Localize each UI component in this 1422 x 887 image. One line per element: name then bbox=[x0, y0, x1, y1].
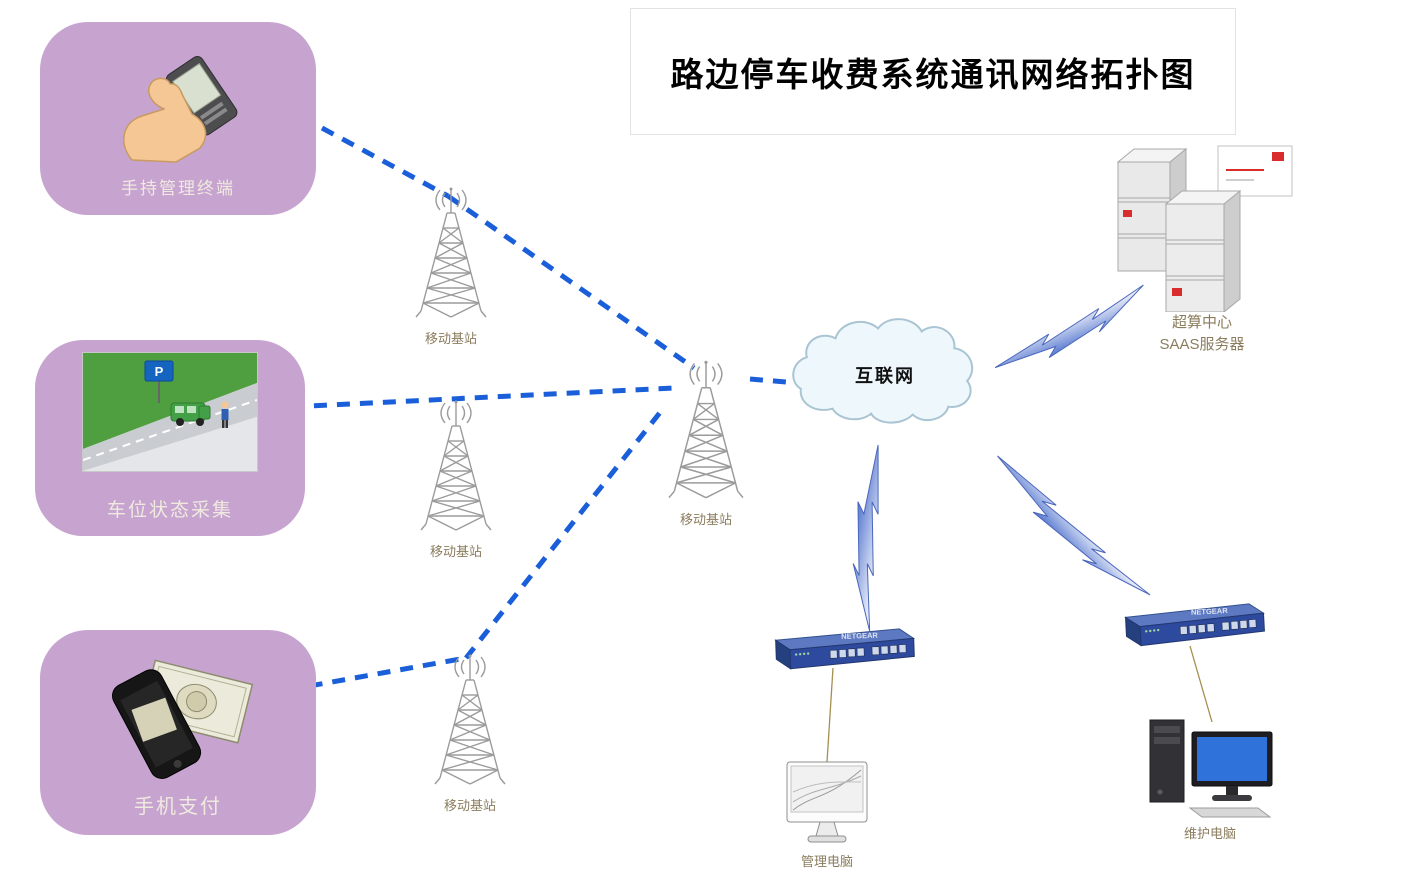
maintenance-computer: 维护电脑 bbox=[1140, 716, 1280, 842]
switch-1: NETGEAR bbox=[763, 623, 917, 674]
desktop-pc-icon bbox=[1149, 719, 1273, 818]
tower-center-label: 移动基站 bbox=[679, 512, 732, 527]
tower-2-label: 移动基站 bbox=[429, 544, 482, 559]
mail-envelope-icon bbox=[1217, 145, 1293, 197]
van-icon bbox=[170, 402, 211, 426]
tower-3: 移动基站 bbox=[424, 650, 516, 814]
tower-1-label: 移动基站 bbox=[424, 331, 477, 346]
tower-2: 移动基站 bbox=[410, 396, 502, 560]
saas-server: 超算中心 SAAS服务器 bbox=[1106, 140, 1298, 356]
lightning-cloud-switch2 bbox=[989, 439, 1151, 618]
cell-tower-icon bbox=[656, 356, 756, 504]
dashed-link-tower1-center bbox=[446, 193, 696, 371]
cable-switch2-maintenance bbox=[1189, 645, 1213, 723]
parking-scene-frame: P bbox=[82, 352, 258, 472]
tower-center: 移动基站 bbox=[656, 356, 756, 528]
parking-sign-letter: P bbox=[155, 364, 164, 379]
cable-switch1-management bbox=[826, 667, 834, 763]
dashed-link-payment-tower3 bbox=[286, 655, 467, 693]
network-switch-icon: NETGEAR bbox=[1124, 603, 1265, 647]
dashed-link-center-cloud bbox=[749, 376, 799, 386]
dashed-link-handheld-tower1 bbox=[320, 125, 450, 199]
cell-tower-icon bbox=[405, 183, 497, 323]
panel-parking-status: P 车位状态采集 bbox=[35, 340, 305, 536]
server-label-line2: SAAS服务器 bbox=[1159, 336, 1245, 353]
server-label-line1: 超算中心 bbox=[1171, 314, 1232, 331]
cell-tower-icon bbox=[410, 396, 502, 536]
internet-cloud: 互联网 bbox=[786, 312, 984, 436]
server-rack-icon bbox=[1116, 145, 1293, 312]
dashed-link-tower3-center bbox=[464, 408, 664, 660]
panel-mobile-payment: 手机支付 bbox=[40, 630, 316, 835]
internet-cloud-icon bbox=[792, 318, 974, 424]
diagram-title: 路边停车收费系统通讯网络拓扑图 bbox=[670, 54, 1196, 94]
maintenance-computer-label: 维护电脑 bbox=[1183, 826, 1236, 841]
switch-1-brand: NETGEAR bbox=[841, 631, 879, 641]
switch-2-brand: NETGEAR bbox=[1191, 606, 1229, 617]
network-switch-icon: NETGEAR bbox=[774, 628, 916, 670]
hand-terminal-icon bbox=[123, 56, 238, 163]
lightning-cloud-switch1 bbox=[835, 442, 903, 632]
switch-2: NETGEAR bbox=[1113, 598, 1267, 652]
tower-1: 移动基站 bbox=[405, 183, 497, 347]
imac-monitor-icon bbox=[786, 761, 868, 843]
management-computer: 管理电脑 bbox=[780, 760, 874, 870]
panel-handheld-terminal: 手持管理终端 bbox=[40, 22, 316, 215]
handheld-terminal-label: 手持管理终端 bbox=[121, 179, 235, 198]
diagram-title-box: 路边停车收费系统通讯网络拓扑图 bbox=[630, 8, 1236, 135]
cell-tower-icon bbox=[424, 650, 516, 790]
parking-status-label: 车位状态采集 bbox=[106, 500, 233, 521]
mobile-payment-label: 手机支付 bbox=[134, 796, 222, 818]
internet-label: 互联网 bbox=[855, 366, 915, 387]
management-computer-label: 管理电脑 bbox=[800, 854, 853, 869]
phone-cash-icon bbox=[112, 659, 254, 779]
tower-3-label: 移动基站 bbox=[443, 798, 496, 813]
parking-scene-icon: P bbox=[83, 353, 257, 471]
attendant-icon bbox=[221, 401, 229, 428]
